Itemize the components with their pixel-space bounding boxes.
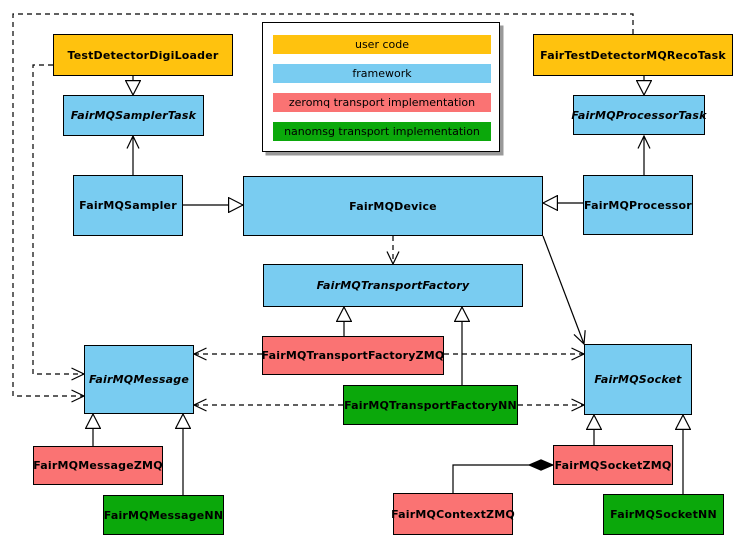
class-fairmqprocessortask: FairMQProcessorTask [571, 95, 706, 135]
class-fairmqsamplertask: FairMQSamplerTask [63, 95, 204, 136]
legend-box: user code framework zeromq transport imp… [262, 22, 500, 152]
class-fairtestdetectormqrecotask: FairTestDetectorMQRecoTask [533, 34, 733, 76]
class-fairmqdevice: FairMQDevice [243, 176, 543, 236]
class-fairmqsocket: FairMQSocket [584, 344, 692, 415]
class-fairmqsocketnn: FairMQSocketNN [603, 494, 724, 535]
legend-item-nanomsg: nanomsg transport implementation [273, 122, 491, 141]
edge-digiloader-depends-message [32, 64, 86, 381]
legend-label-framework: framework [352, 67, 412, 80]
edge-recotask-depends-message [12, 13, 634, 403]
edge-device-uses-socket [542, 235, 586, 346]
class-fairmqsocketzmq: FairMQSocketZMQ [553, 445, 673, 485]
edge-contextzmq-composed-in-socketzmq [452, 465, 553, 493]
legend-label-nanomsg: nanomsg transport implementation [284, 125, 480, 138]
class-fairmqtransportfactoryzmq: FairMQTransportFactoryZMQ [262, 336, 444, 375]
class-fairmqtransportfactorynn: FairMQTransportFactoryNN [343, 385, 518, 425]
class-fairmqtransportfactory: FairMQTransportFactory [263, 264, 523, 307]
class-fairmqmessagezmq: FairMQMessageZMQ [33, 446, 163, 485]
class-testdetectordigiloader: TestDetectorDigiLoader [53, 34, 233, 76]
legend-label-zeromq: zeromq transport implementation [288, 96, 476, 109]
class-fairmqprocessor: FairMQProcessor [583, 175, 693, 235]
class-fairmqmessage: FairMQMessage [84, 345, 194, 414]
legend-item-framework: framework [273, 64, 491, 83]
class-fairmqsampler: FairMQSampler [73, 175, 183, 236]
legend-item-user-code: user code [273, 35, 491, 54]
class-fairmqmessagenn: FairMQMessageNN [103, 495, 224, 535]
legend-item-zeromq: zeromq transport implementation [273, 93, 491, 112]
class-fairmqcontextzmq: FairMQContextZMQ [391, 493, 515, 535]
legend-label-user-code: user code [354, 38, 410, 51]
